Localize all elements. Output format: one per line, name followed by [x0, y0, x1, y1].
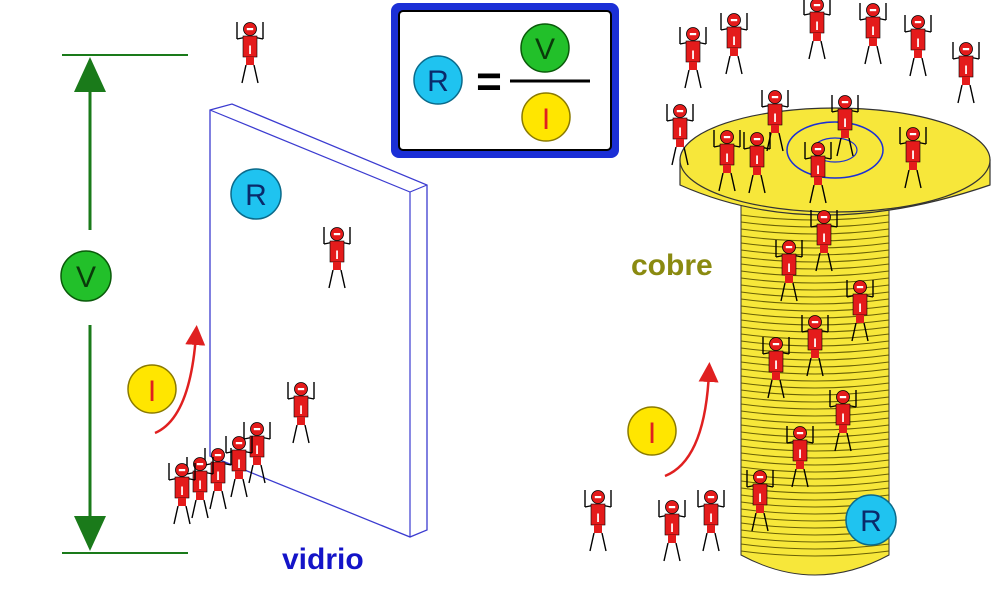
copper-material-label: cobre: [631, 249, 713, 282]
svg-text:R: R: [427, 65, 449, 98]
glass-resistance-symbol: R: [230, 168, 282, 220]
svg-text:I: I: [148, 375, 156, 408]
svg-text:R: R: [860, 505, 882, 538]
copper-resistance-symbol: R: [845, 494, 897, 546]
right-current-arrow: [664, 362, 719, 478]
ohms-law-formula: R = V I: [391, 3, 619, 158]
svg-text:I: I: [542, 103, 550, 136]
svg-text:=: =: [476, 57, 502, 106]
svg-text:V: V: [76, 261, 96, 294]
voltage-arrow: [62, 54, 188, 554]
left-current-arrow: [154, 325, 206, 435]
svg-text:V: V: [535, 33, 555, 66]
right-current-symbol: I: [627, 406, 677, 456]
svg-text:I: I: [648, 417, 656, 450]
glass-material-label: vidrio: [282, 543, 364, 576]
copper-conductor: [679, 107, 991, 576]
svg-text:R: R: [245, 179, 267, 212]
left-current-symbol: I: [127, 364, 177, 414]
voltage-symbol: V: [60, 250, 112, 302]
